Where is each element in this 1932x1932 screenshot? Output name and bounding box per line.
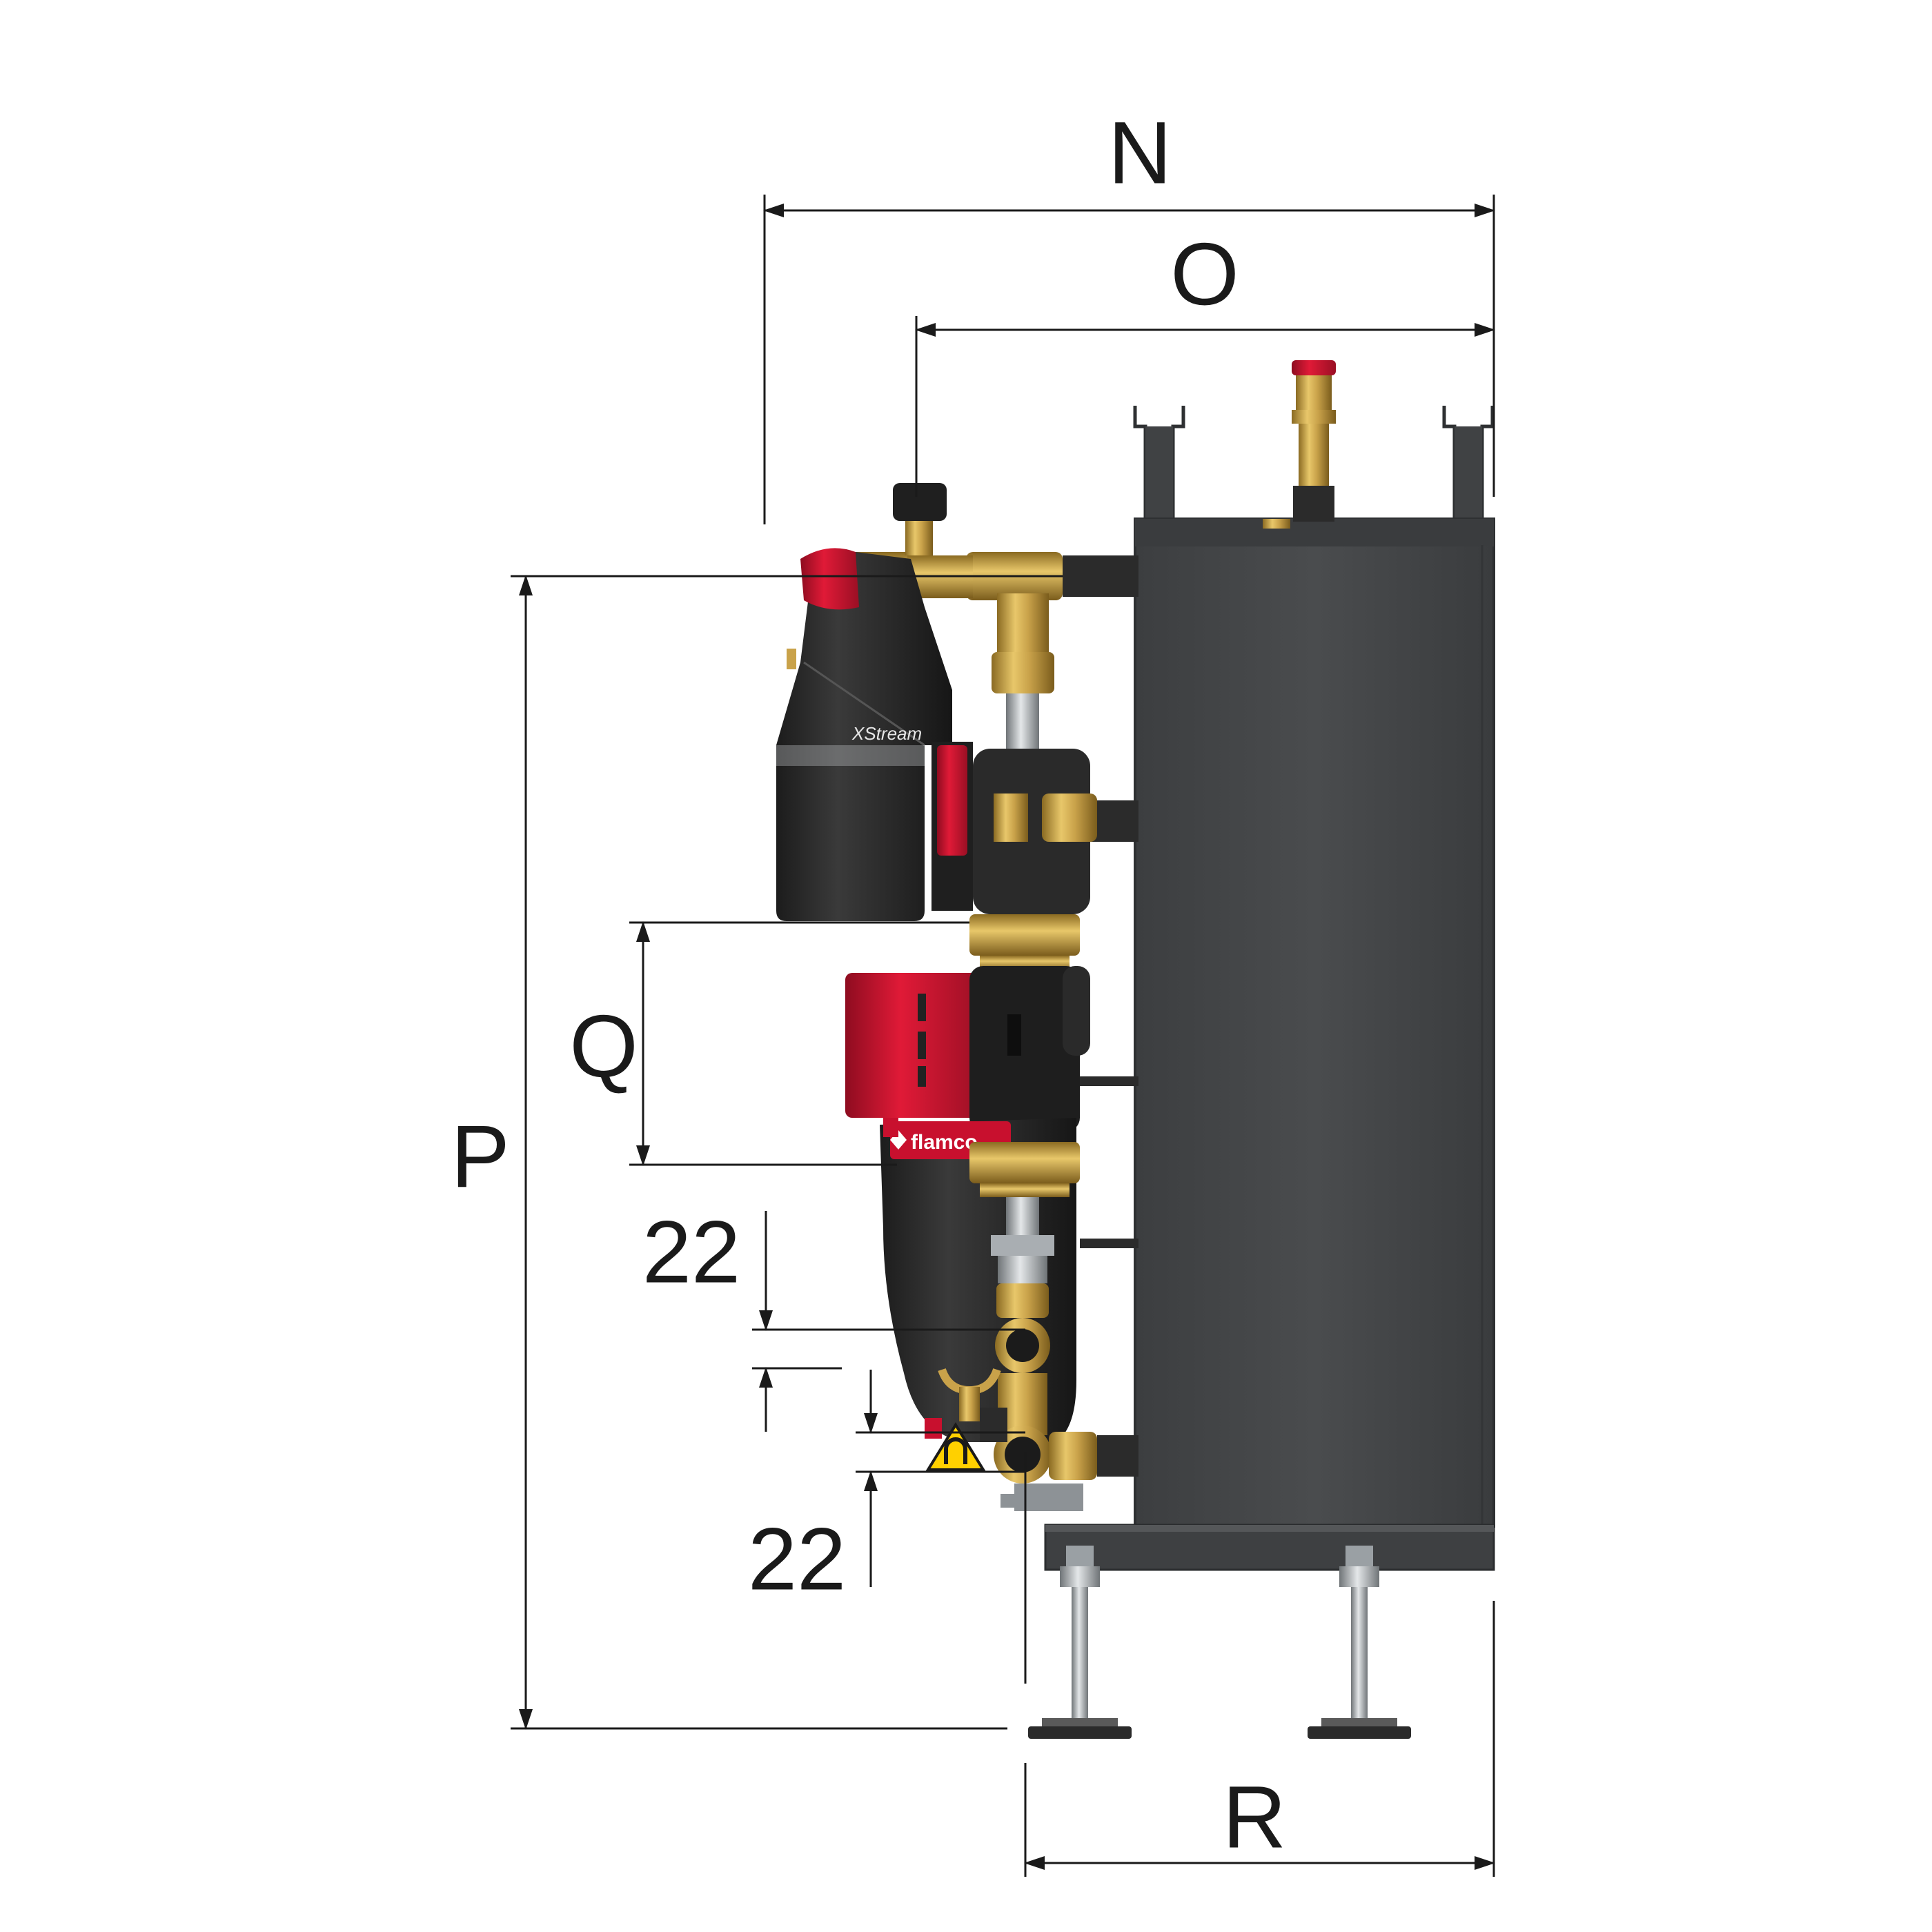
- air-vent-icon: [1263, 360, 1336, 529]
- dimension-label-p: P: [451, 1108, 509, 1207]
- dimension-label-r: R: [1223, 1768, 1286, 1867]
- adjustable-foot-icon: [1308, 1546, 1411, 1739]
- lower-pipework: [991, 1197, 1138, 1511]
- separator-label: XStream: [851, 723, 922, 744]
- upper-union-nut: [969, 914, 1080, 969]
- dimension-lines: [511, 195, 1495, 1877]
- lower-union-nut: [969, 1142, 1080, 1197]
- dimension-label-lower-spacing: 22: [748, 1510, 846, 1609]
- pump-label: flamco: [911, 1131, 978, 1154]
- dimension-label-q: Q: [569, 998, 638, 1096]
- dirt-separator: XStream: [776, 548, 952, 921]
- magnet-warning-icon: [925, 1418, 986, 1471]
- drain-valve: [938, 1368, 1007, 1442]
- dimension-label-n: N: [1108, 104, 1172, 203]
- pressure-gauge-icon: [893, 483, 947, 555]
- upper-valve: [931, 742, 1097, 914]
- main-housing: [1044, 406, 1495, 1571]
- circulator-pump: [845, 966, 1138, 1248]
- dimension-label-o: O: [1170, 226, 1239, 324]
- adjustable-foot-icon: [1028, 1546, 1132, 1739]
- dimension-label-upper-spacing: 22: [642, 1203, 740, 1302]
